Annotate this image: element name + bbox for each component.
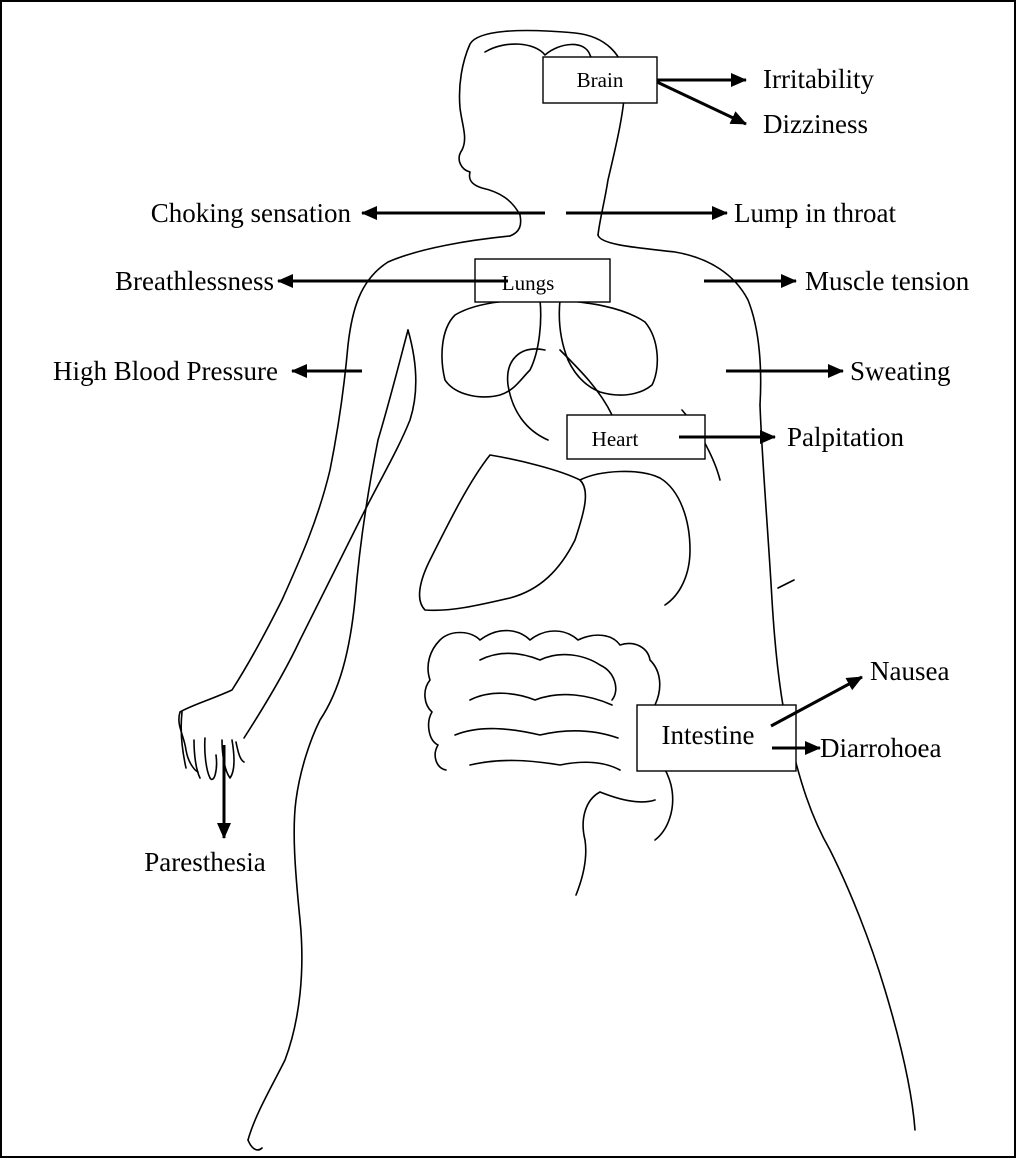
label-high-blood-pressure: High Blood Pressure xyxy=(53,356,278,386)
left-hand-fingers xyxy=(181,712,244,779)
label-palpitation: Palpitation xyxy=(787,422,904,452)
brain-label: Brain xyxy=(577,68,624,92)
label-diarrohoea: Diarrohoea xyxy=(820,733,941,763)
left-torso-side xyxy=(248,330,408,1140)
arrow-nausea xyxy=(771,677,862,726)
intestine-label: Intestine xyxy=(662,720,755,750)
label-irritability: Irritability xyxy=(763,64,874,94)
left-arm-outer xyxy=(179,236,510,772)
label-nausea: Nausea xyxy=(870,656,949,686)
right-lung-shape xyxy=(559,300,657,395)
label-sweating: Sweating xyxy=(850,356,951,386)
label-dizziness: Dizziness xyxy=(763,109,868,139)
left-lung-shape xyxy=(442,300,541,397)
intestine-coils xyxy=(425,631,660,770)
symptom-labels: Irritability Dizziness Choking sensation… xyxy=(53,64,970,877)
organ-drawings xyxy=(420,300,690,895)
heart-label: Heart xyxy=(592,427,639,451)
label-breathlessness: Breathlessness xyxy=(115,266,274,296)
label-lump-in-throat: Lump in throat xyxy=(734,198,896,228)
brain-box: Brain xyxy=(543,57,657,103)
liver-shape xyxy=(420,455,586,610)
arrow-dizziness xyxy=(657,82,746,124)
label-paresthesia: Paresthesia xyxy=(144,847,265,877)
label-choking-sensation: Choking sensation xyxy=(151,198,352,228)
intestine-box: Intestine xyxy=(637,705,796,771)
right-shoulder-outline xyxy=(598,235,761,405)
lungs-label: Lungs xyxy=(502,271,555,295)
label-muscle-tension: Muscle tension xyxy=(805,266,970,296)
leg-inner-outline xyxy=(248,1140,262,1150)
left-arm-inner xyxy=(244,330,416,738)
stomach-shape xyxy=(580,471,690,605)
